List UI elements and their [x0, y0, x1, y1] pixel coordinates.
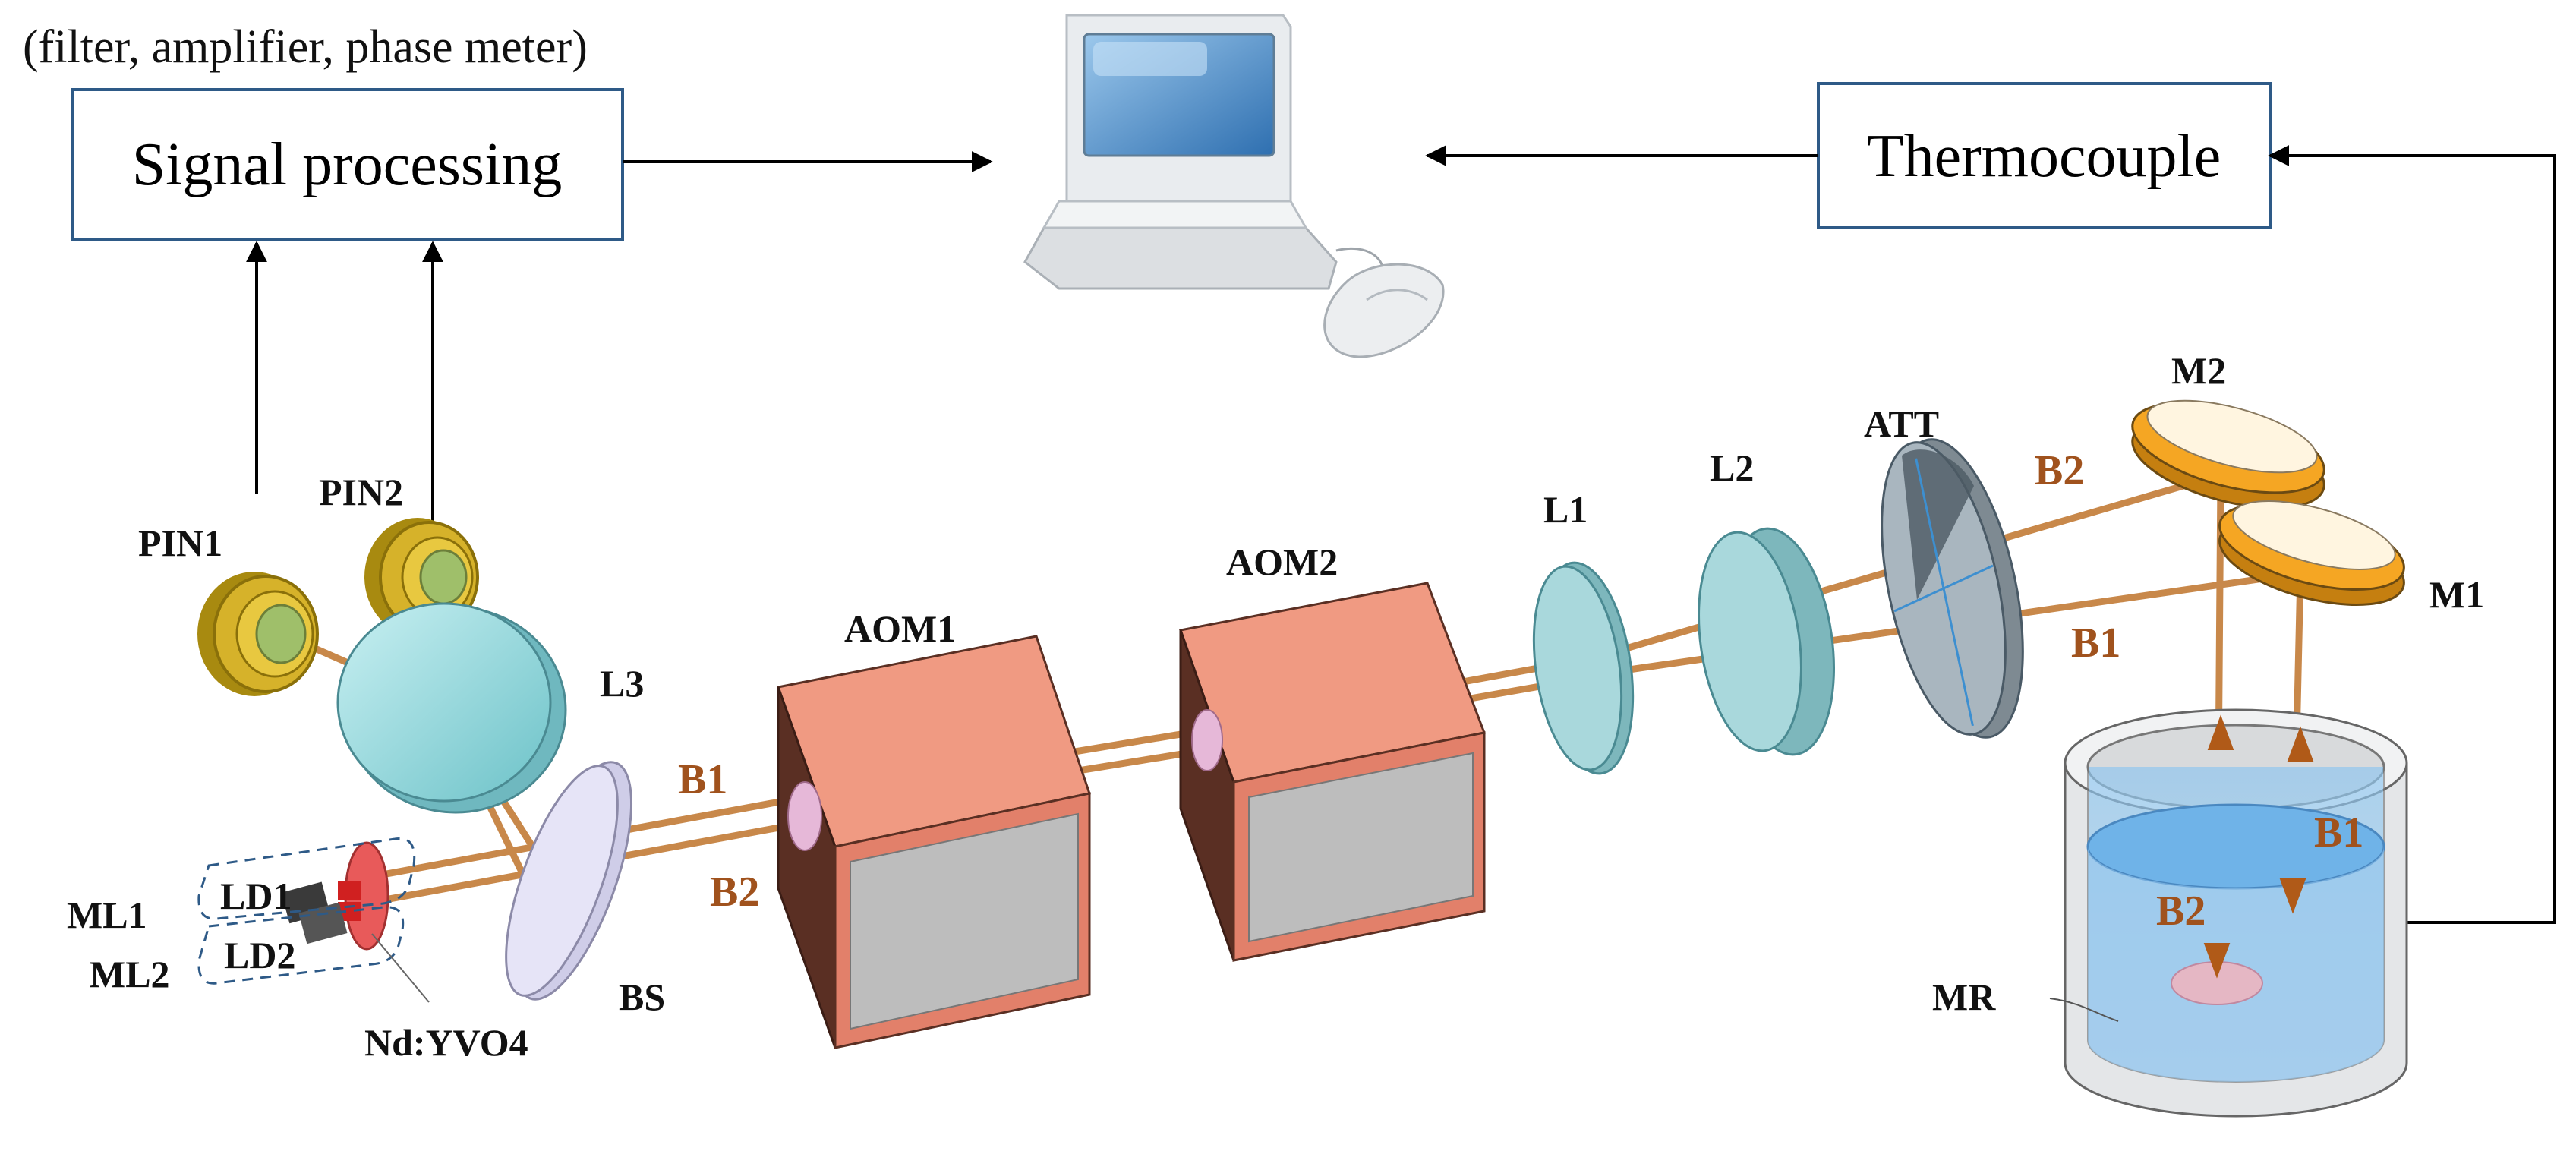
- signal-processing-caption: (filter, amplifier, phase meter): [23, 21, 588, 73]
- l3-lens: [336, 602, 567, 814]
- beam-label-b2-left: B2: [710, 869, 759, 916]
- label-l2: L2: [1710, 446, 1754, 489]
- beam-label-b1-tank: B1: [2314, 809, 2363, 856]
- label-l3: L3: [600, 662, 644, 705]
- signal-processing-box: Signal processing: [71, 88, 624, 241]
- label-ml1: ML1: [67, 894, 147, 936]
- attenuator: [1881, 438, 2024, 739]
- thermocouple-label: Thermocouple: [1867, 123, 2221, 190]
- beam-label-b1-left: B1: [678, 756, 727, 803]
- label-pin1: PIN1: [138, 522, 222, 564]
- mirror-m1: [2218, 500, 2405, 607]
- label-ml2: ML2: [90, 953, 170, 995]
- beam-label-b2-right: B2: [2035, 447, 2084, 494]
- thermocouple-box: Thermocouple: [1817, 82, 2272, 229]
- mirror-m2: [2131, 399, 2325, 509]
- label-m1: M1: [2429, 573, 2484, 616]
- label-m2: M2: [2171, 349, 2226, 392]
- label-pin2: PIN2: [319, 471, 403, 513]
- label-l1: L1: [1543, 488, 1588, 531]
- ndyvo4-pointer: [371, 933, 430, 1003]
- label-aom2: AOM2: [1226, 541, 1338, 583]
- signal-arrows: [246, 145, 2556, 924]
- label-ld1: LD1: [220, 875, 292, 917]
- l2-lens: [1698, 527, 1835, 756]
- label-ld2: LD2: [224, 934, 295, 976]
- pin1-detector: [197, 572, 319, 696]
- label-att: ATT: [1864, 402, 1939, 445]
- label-bs: BS: [619, 976, 665, 1018]
- label-aom1: AOM1: [844, 607, 956, 650]
- label-mr: MR: [1932, 976, 1996, 1018]
- l1-lens: [1532, 561, 1635, 775]
- aom2-block: [1179, 582, 1487, 962]
- ml-dashed-outlines: [197, 837, 416, 985]
- beam-label-b2-tank: B2: [2156, 888, 2206, 935]
- beam-splitter: [505, 761, 633, 1001]
- laser-source: [281, 841, 389, 951]
- beam-label-b1-right: B1: [2071, 620, 2120, 667]
- computer-icon: [1023, 14, 1445, 358]
- label-ndyvo4: Nd:YVO4: [364, 1021, 528, 1064]
- aom1-block: [777, 635, 1091, 1049]
- signal-processing-label: Signal processing: [132, 131, 563, 198]
- arrow-tank-to-thermocouple: [2268, 145, 2556, 924]
- water-tank: [2049, 708, 2408, 1118]
